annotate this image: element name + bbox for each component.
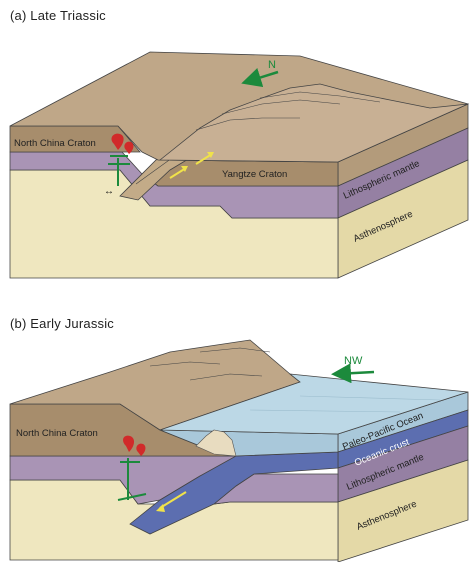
panel-b-ocean-top [159,373,469,435]
panel-a-magma-body-1 [111,133,124,150]
panel-a-title: (a) Late Triassic [10,8,106,23]
panel-b-label-ncc: North China Craton [16,428,98,439]
panel-b-title: (b) Early Jurassic [10,316,115,331]
panel-b-nw-arrow [331,363,375,384]
panel-b-slab [129,451,339,535]
panel-b-block: North China Craton Paleo-Pacific Ocean O… [9,339,469,562]
panel-b-magma-body-2 [136,443,146,456]
panel-a-front-mantle [9,151,339,219]
panel-b-magma-body-1 [123,435,135,452]
panel-b-slab-arrow [159,491,187,509]
panel-b-continent-top [9,339,301,431]
svg-text:↔: ↔ [104,186,114,197]
panel-a-slab-arrow-1 [169,167,187,179]
panel-a-slab-arrow-2 [195,153,213,165]
panel-a-block: ↔ North China Craton Yangtze Craton Lith… [9,51,470,279]
panel-a-label-ncc: North China Craton [14,138,96,149]
panel-a-label-yc: Yangtze Craton [222,169,287,180]
panel-a-north-arrow [241,67,279,88]
panel-a-north-label: N [268,59,276,71]
panel-b-accretionary-wedge [195,429,237,457]
panel-b-nw-label: NW [344,355,363,367]
panel-a-magma-body-2 [124,141,134,154]
